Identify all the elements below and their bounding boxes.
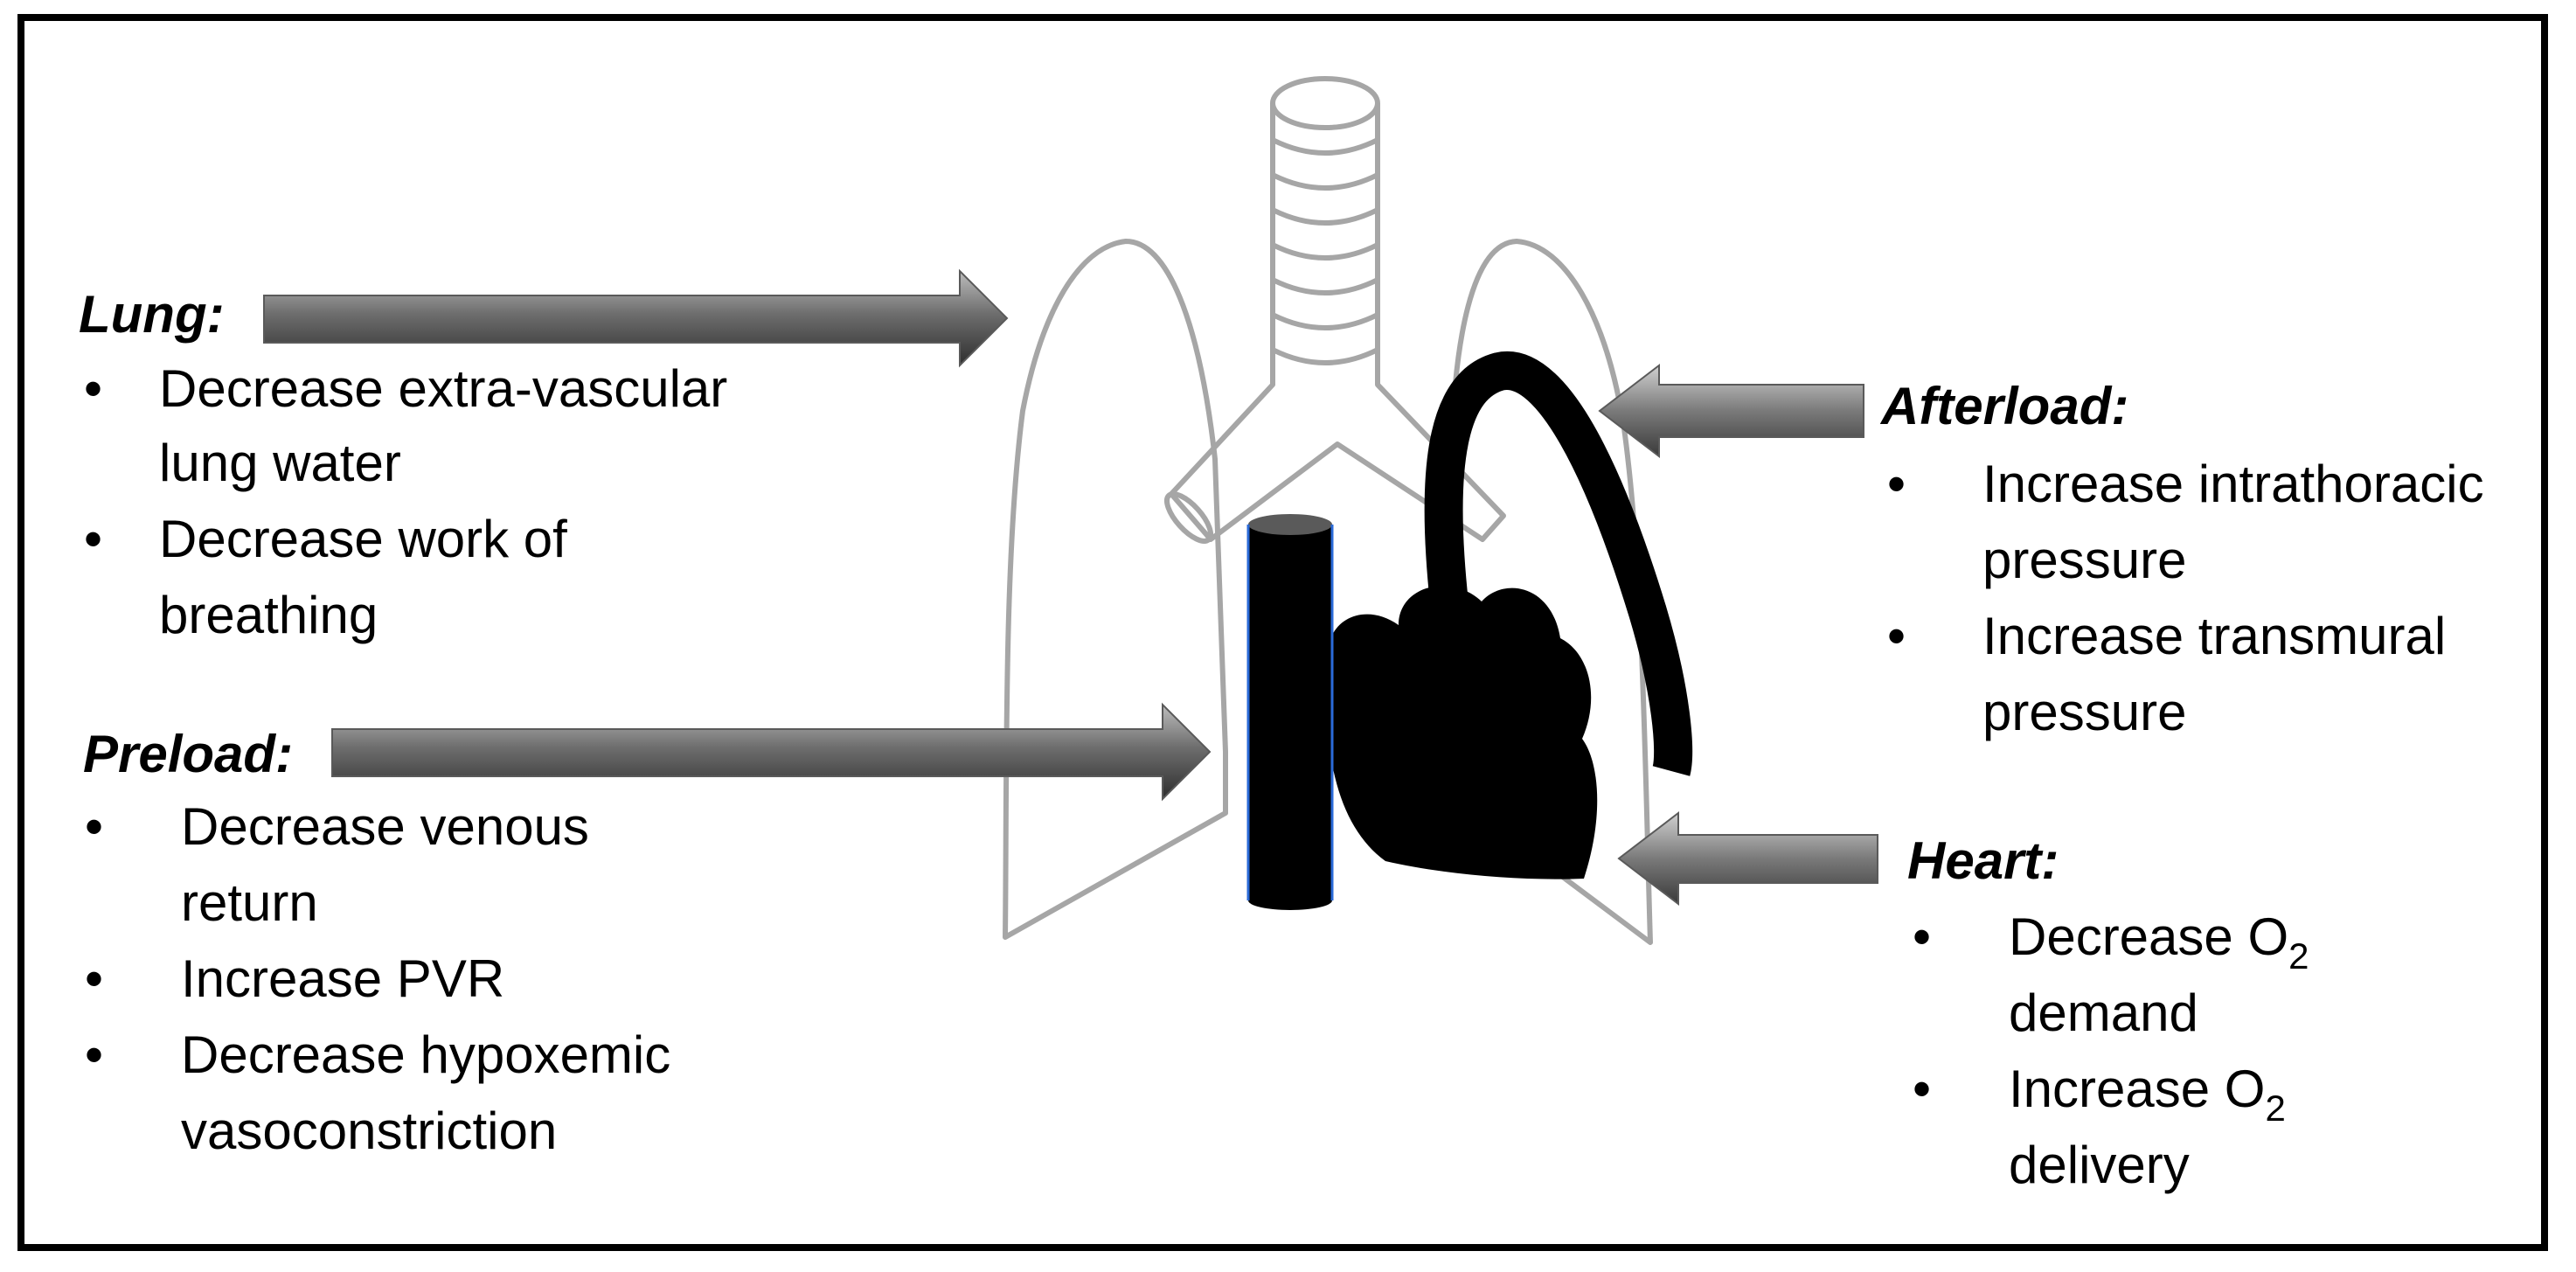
bullet-icon: • xyxy=(84,510,103,568)
bullet-icon: • xyxy=(1887,607,1906,665)
figure-border xyxy=(17,14,2548,1251)
heart-item-1-line-2: demand xyxy=(2009,984,2198,1042)
preload-heading: Preload: xyxy=(83,725,294,783)
list-item: • Decrease O2 demand xyxy=(1907,899,2309,1051)
heart-item-2-line-1: Increase O2 xyxy=(2009,1051,2309,1127)
list-item: • Decrease work of breathing xyxy=(79,501,727,653)
lung-item-1-line-2: lung water xyxy=(159,434,401,492)
trachea-outline xyxy=(1169,103,1506,542)
lung-arrow xyxy=(263,268,1009,368)
bullet-icon: • xyxy=(85,797,104,856)
bullet-icon: • xyxy=(85,1025,104,1084)
trachea-icon xyxy=(1163,76,1506,544)
vena-cava-icon xyxy=(1246,514,1334,910)
lung-item-2-line-1: Decrease work of xyxy=(159,510,567,568)
list-item: • Increase intrathoracic pressure xyxy=(1881,446,2484,598)
list-item: • Increase O2 delivery xyxy=(1907,1051,2309,1203)
heart-item-2-text: Increase O xyxy=(2009,1060,2266,1118)
bullet-icon: • xyxy=(1913,907,1932,966)
arrow-icon xyxy=(263,268,1878,907)
right-lung-outline xyxy=(1003,239,1228,940)
heart-item-2-line-2: delivery xyxy=(2009,1136,2190,1194)
lung-item-2-line-2: breathing xyxy=(159,586,378,644)
heart-item-1-text: Decrease O xyxy=(2009,907,2289,966)
bullet-icon: • xyxy=(85,949,104,1008)
preload-item-3-line-1: Decrease hypoxemic xyxy=(181,1025,671,1084)
preload-item-3-line-2: vasoconstriction xyxy=(181,1102,558,1160)
bullet-icon: • xyxy=(84,359,103,418)
bullet-icon: • xyxy=(1913,1060,1932,1118)
list-item: • Decrease venous return xyxy=(83,789,670,941)
afterload-item-2-line-2: pressure xyxy=(1982,683,2187,741)
lungs-icon xyxy=(1003,239,1653,945)
list-item: • Decrease hypoxemic vasoconstriction xyxy=(83,1017,670,1169)
list-item: • Increase transmural pressure xyxy=(1881,598,2484,750)
afterload-item-1-line-1: Increase intrathoracic xyxy=(1982,455,2484,513)
lung-panel: Lung: • Decrease extra-vascular lung wat… xyxy=(79,284,727,653)
lung-item-1-line-1: Decrease extra-vascular xyxy=(159,359,728,418)
left-lung-outline xyxy=(1448,239,1653,945)
list-item: • Increase PVR xyxy=(83,941,670,1017)
heart-heading: Heart: xyxy=(1907,831,2059,890)
heart-item-2-subscript: 2 xyxy=(2265,1088,2286,1129)
heart-list: • Decrease O2 demand • Increase O2 deliv… xyxy=(1907,899,2309,1203)
preload-list: • Decrease venous return • Increase PVR … xyxy=(83,789,670,1169)
preload-item-1-line-2: return xyxy=(181,873,318,932)
afterload-panel: Afterload: • Increase intrathoracic pres… xyxy=(1881,376,2484,750)
preload-item-2-line-1: Increase PVR xyxy=(181,949,505,1008)
lung-heading: Lung: xyxy=(79,285,225,344)
preload-item-1-line-1: Decrease venous xyxy=(181,797,589,856)
bullet-icon: • xyxy=(1887,455,1906,513)
afterload-item-1-line-2: pressure xyxy=(1982,531,2187,589)
preload-arrow xyxy=(331,702,1212,802)
heart-item-1-line-1: Decrease O2 xyxy=(2009,899,2309,975)
heart-item-1-subscript: 2 xyxy=(2288,935,2309,977)
heart-panel: Heart: • Decrease O2 demand • Increase O… xyxy=(1907,831,2309,1203)
afterload-heading: Afterload: xyxy=(1881,377,2129,435)
lung-list: • Decrease extra-vascular lung water • D… xyxy=(79,351,727,653)
afterload-list: • Increase intrathoracic pressure • Incr… xyxy=(1881,446,2484,750)
heart-arrow xyxy=(1617,810,1878,907)
afterload-item-2-line-1: Increase transmural xyxy=(1982,607,2447,665)
heart-icon xyxy=(1326,586,1598,879)
aorta-icon xyxy=(1424,351,1693,776)
preload-panel: Preload: • Decrease venous return • Incr… xyxy=(83,724,670,1169)
list-item: • Decrease extra-vascular lung water xyxy=(79,351,727,501)
afterload-arrow xyxy=(1598,363,1864,459)
